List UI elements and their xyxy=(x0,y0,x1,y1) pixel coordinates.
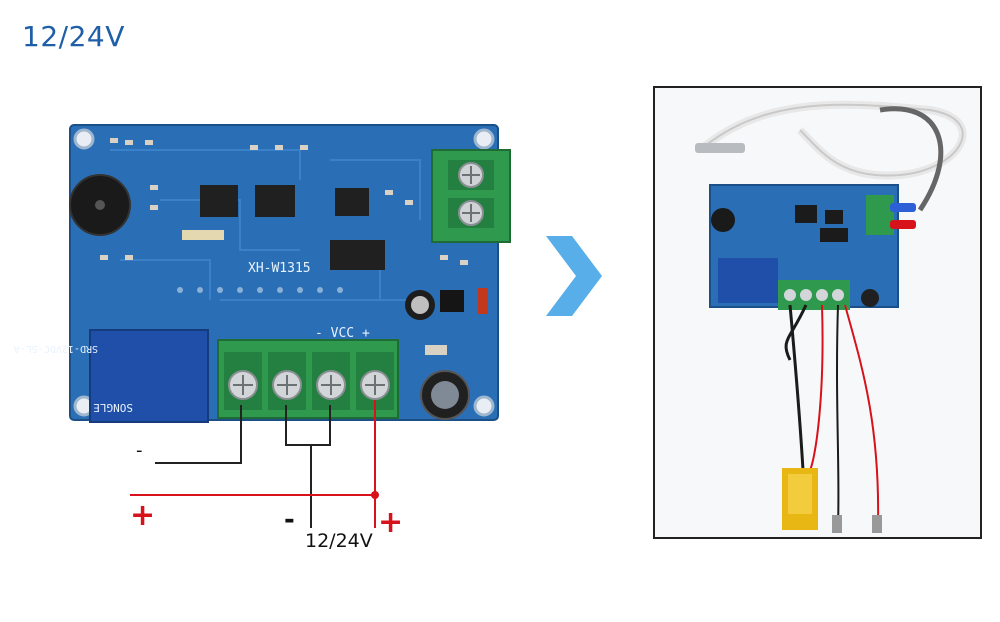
board-model-label: XH-W1315 xyxy=(248,261,311,276)
minus-symbol-label: - xyxy=(136,440,143,461)
relay-brand-label: SONGLE xyxy=(93,401,133,414)
negative-terminal-symbol: - xyxy=(284,505,295,535)
photo-frame xyxy=(653,86,982,539)
wiring-diagram xyxy=(130,400,379,528)
relay: SRD-12VDC-SL-A SONGLE xyxy=(14,329,209,423)
power-terminal-block xyxy=(217,339,399,419)
positive-terminal-symbol-right: + xyxy=(378,505,404,540)
positive-terminal-symbol-left: + xyxy=(130,498,156,533)
chevron-right-icon xyxy=(546,236,602,316)
voltage-label: 12/24V xyxy=(305,530,373,552)
relay-model-label: SRD-12VDC-SL-A xyxy=(14,343,98,354)
terminal-label: - VCC + xyxy=(315,326,370,341)
product-photo xyxy=(655,88,980,537)
page-title: 12/24V xyxy=(22,20,125,53)
sensor-terminal-block xyxy=(431,149,511,243)
